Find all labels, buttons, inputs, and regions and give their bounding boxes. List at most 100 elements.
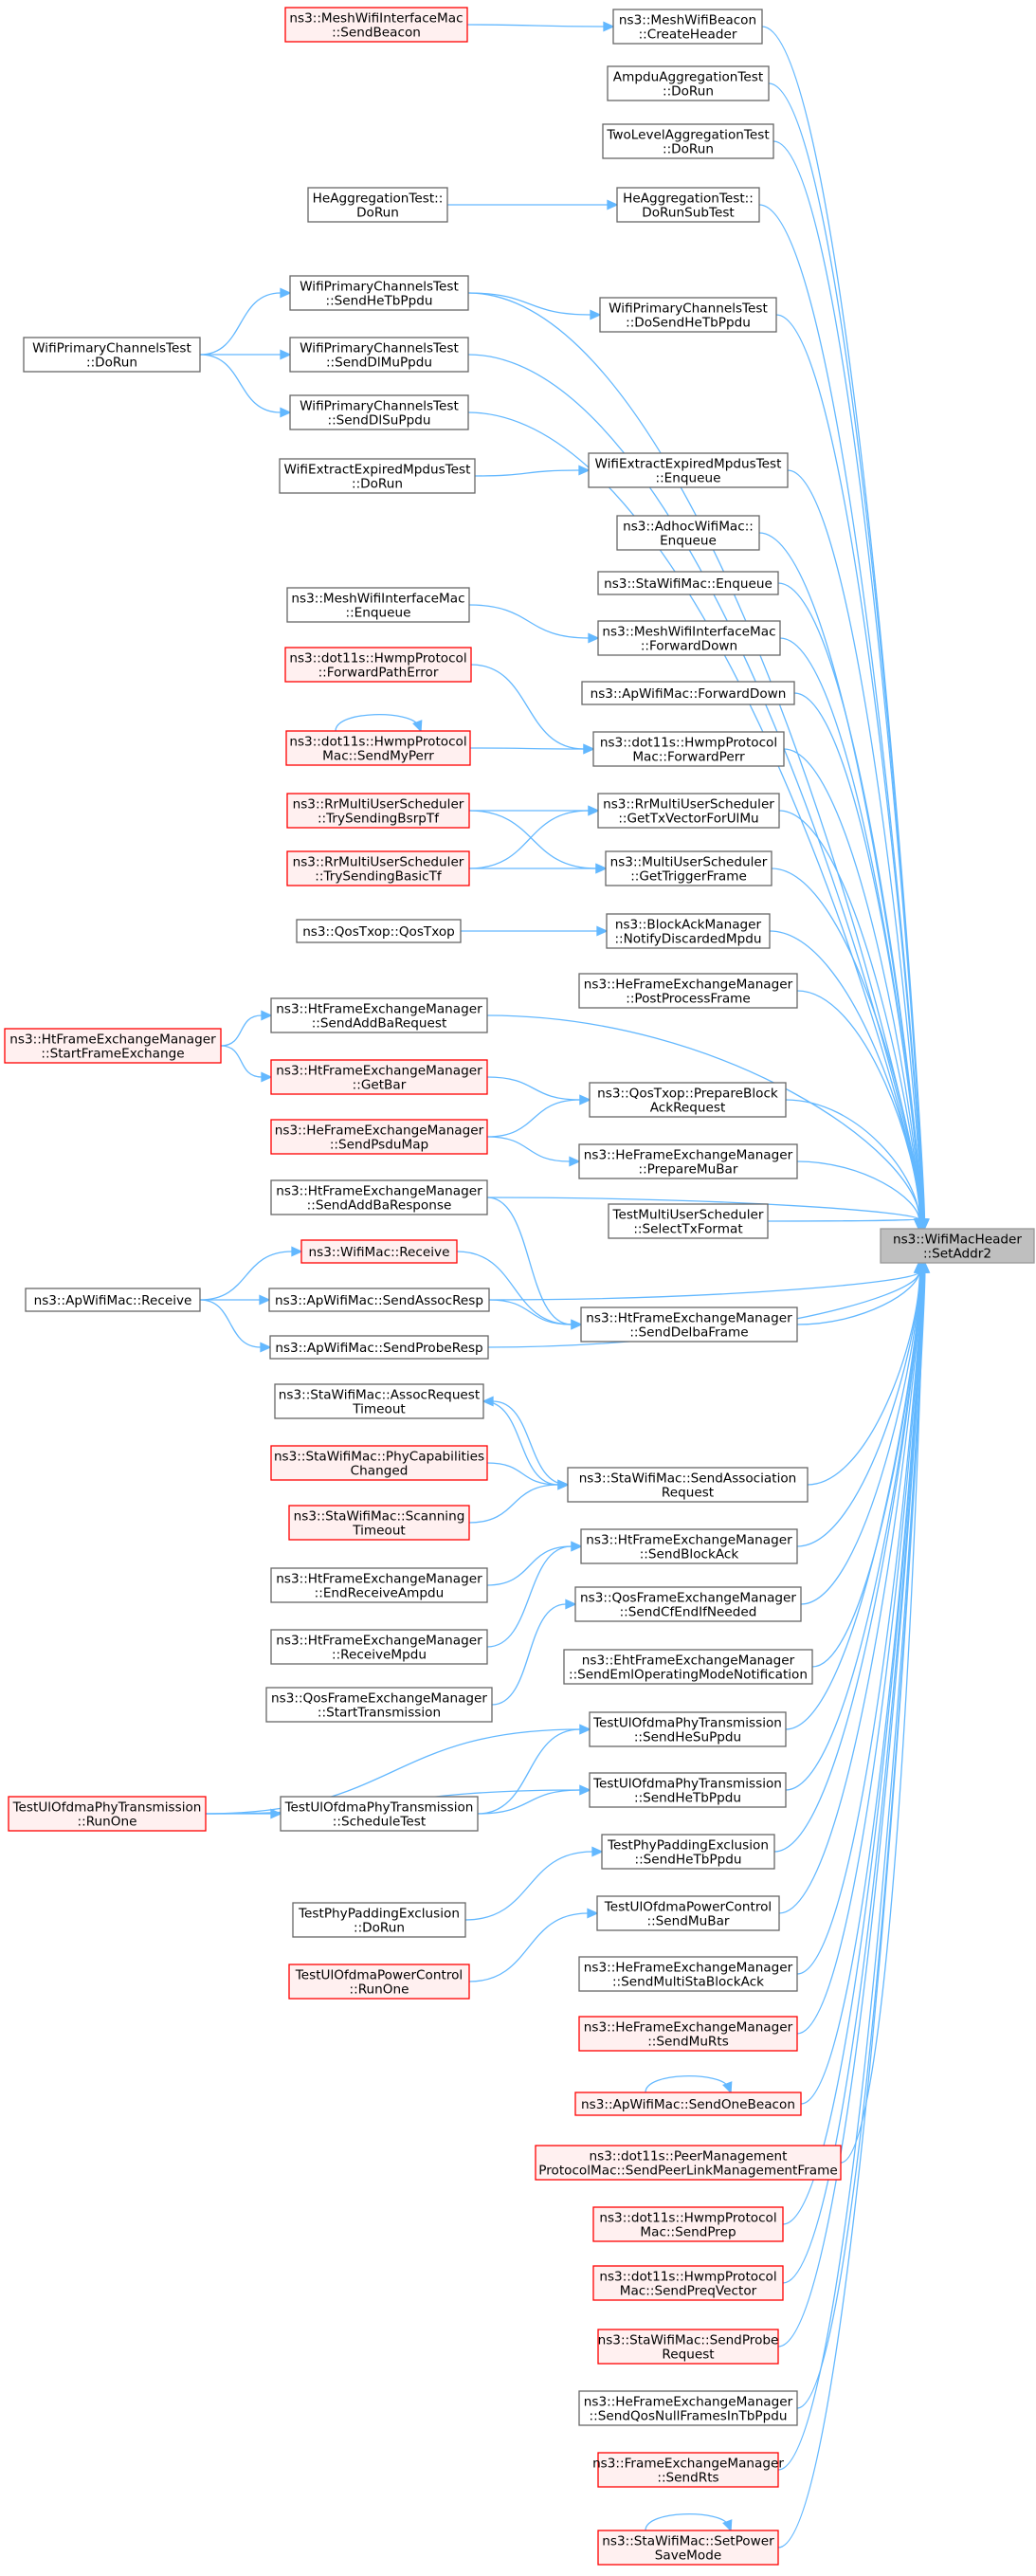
- node-heframeexchangemanager-postprocessframe[interactable]: ns3::HeFrameExchangeManager::PostProcess…: [578, 973, 798, 1009]
- node-rrmultiuserscheduler-trysendingbasictf[interactable]: ns3::RrMultiUserScheduler::TrySendingBas…: [286, 850, 470, 886]
- node-he-aggregation-test-dorunsubtest[interactable]: HeAggregationTest::DoRunSubTest: [616, 187, 760, 223]
- node-label: ns3::MeshWifiInterfaceMac: [602, 625, 775, 640]
- node-label: ::CreateHeader: [639, 27, 737, 43]
- node-box: [597, 793, 780, 829]
- node-htframeexchangemanager-sendaddbaresponse[interactable]: ns3::HtFrameExchangeManager::SendAddBaRe…: [270, 1179, 488, 1215]
- node-qosframeexchangemanager-sendcfendifneeded[interactable]: ns3::QosFrameExchangeManager::SendCfEndI…: [574, 1586, 802, 1622]
- node-label: Request: [662, 1486, 714, 1501]
- node-box: [307, 187, 448, 223]
- node-label: ns3::HtFrameExchangeManager: [276, 1002, 482, 1017]
- node-heframeexchangemanager-preparemubar[interactable]: ns3::HeFrameExchangeManager::PrepareMuBa…: [578, 1143, 798, 1179]
- node-wifi-extract-expired-mpdus-test-dorun[interactable]: WifiExtractExpiredMpdusTest::DoRun: [279, 458, 476, 494]
- node-heframeexchangemanager-sendpsdumap[interactable]: ns3::HeFrameExchangeManager::SendPsduMap: [270, 1119, 488, 1155]
- node-twolevel-aggregation-test-dorun[interactable]: TwoLevelAggregationTest::DoRun: [602, 123, 774, 159]
- call-edge-htframeexchangemanager-getbar-to-qostxop-prepareblockackrequest: [486, 1076, 581, 1101]
- node-wifimac-receive[interactable]: ns3::WifiMac::Receive: [300, 1239, 458, 1264]
- node-frameexchangemanager-sendrts[interactable]: ns3::FrameExchangeManager::SendRts: [592, 2452, 784, 2488]
- node-box: [270, 997, 488, 1033]
- node-wifi-extract-expired-mpdus-test-enqueue[interactable]: WifiExtractExpiredMpdusTest::Enqueue: [588, 452, 789, 488]
- call-edge-to-setaddr2: [486, 1197, 919, 1220]
- node-label: ::StartFrameExchange: [41, 1047, 184, 1062]
- node-label: ns3::HeFrameExchangeManager: [584, 2020, 793, 2036]
- node-meshwifiinterfacemac-forwarddown[interactable]: ns3::MeshWifiInterfaceMac::ForwardDown: [597, 620, 781, 656]
- node-htframeexchangemanager-senddelbaframe[interactable]: ns3::HtFrameExchangeManager::SendDelbaFr…: [580, 1306, 798, 1343]
- node-htframeexchangemanager-receivempdu[interactable]: ns3::HtFrameExchangeManager::ReceiveMpdu: [270, 1629, 488, 1665]
- node-qostxop-qostxop[interactable]: ns3::QosTxop::QosTxop: [296, 919, 462, 943]
- node-box: [597, 2530, 779, 2566]
- node-htframeexchangemanager-getbar[interactable]: ns3::HtFrameExchangeManager::GetBar: [270, 1059, 488, 1095]
- node-testphypaddingexclusion-dorun[interactable]: TestPhyPaddingExclusion::DoRun: [292, 1902, 466, 1938]
- node-ampdu-aggregation-test-dorun[interactable]: AmpduAggregationTest::DoRun: [607, 65, 770, 101]
- node-he-aggregation-test-dorun[interactable]: HeAggregationTest::DoRun: [307, 187, 448, 223]
- call-edge-to-setaddr2: [796, 1271, 921, 1547]
- node-heframeexchangemanager-sendmurts[interactable]: ns3::HeFrameExchangeManager::SendMuRts: [578, 2016, 798, 2052]
- node-meshwifiinterfacemac-enqueue[interactable]: ns3::MeshWifiInterfaceMac::Enqueue: [286, 587, 470, 623]
- node-apwifimac-forwarddown[interactable]: ns3::ApWifiMac::ForwardDown: [581, 681, 795, 705]
- node-wifi-primary-channels-test-dorun[interactable]: WifiPrimaryChannelsTest::DoRun: [23, 337, 201, 373]
- node-testulofdmapowercontrol-sendmubar[interactable]: TestUlOfdmaPowerControl::SendMuBar: [596, 1895, 780, 1931]
- node-setaddr2[interactable]: ns3::WifiMacHeader::SetAddr2: [880, 1228, 1035, 1264]
- node-testulofdmaphytransmission-scheduletest[interactable]: TestUlOfdmaPhyTransmission::ScheduleTest: [280, 1796, 479, 1832]
- node-testphypaddingexclusion-sendhetbppdu[interactable]: TestPhyPaddingExclusion::SendHeTbPpdu: [601, 1834, 775, 1870]
- node-box: [23, 337, 201, 373]
- node-ehtframeexchangemanager-sendemloperatingmodenotification[interactable]: ns3::EhtFrameExchangeManager::SendEmlOpe…: [563, 1649, 813, 1685]
- node-meshwifibeacon-createheader[interactable]: ns3::MeshWifiBeacon::CreateHeader: [612, 9, 763, 45]
- node-wifi-primary-channels-test-dosendhetbppdu[interactable]: WifiPrimaryChannelsTest::DoSendHeTbPpdu: [599, 297, 777, 333]
- node-peermanagementprotocolmac-sendpeerlinkmanagementframe[interactable]: ns3::dot11s::PeerManagementProtocolMac::…: [535, 2145, 842, 2181]
- node-wifi-primary-channels-test-senddlsuppdu[interactable]: WifiPrimaryChannelsTest::SendDlSuPpdu: [289, 394, 469, 430]
- arrowhead-icon: [919, 1261, 931, 1273]
- node-meshwifiinterfacemac-sendbeacon[interactable]: ns3::MeshWifiInterfaceMac::SendBeacon: [284, 7, 468, 43]
- node-heframeexchangemanager-sendqosnullframesintbppdu[interactable]: ns3::HeFrameExchangeManager::SendQosNull…: [578, 2390, 798, 2426]
- node-label: ::SendEmlOperatingModeNotification: [569, 1668, 808, 1683]
- node-box: [265, 1687, 493, 1723]
- node-label: ns3::StaWifiMac::Enqueue: [604, 576, 772, 592]
- call-edge-to-setaddr2: [486, 1014, 920, 1220]
- node-blockackmanager-notifydiscardedmpdu[interactable]: ns3::BlockAckManager::NotifyDiscardedMpd…: [606, 913, 771, 949]
- node-wifi-primary-channels-test-senddlmuppdu[interactable]: WifiPrimaryChannelsTest::SendDlMuPpdu: [289, 337, 469, 373]
- node-testmultiuserscheduler-selecttxformat[interactable]: TestMultiUserScheduler::SelectTxFormat: [608, 1203, 769, 1239]
- node-label: ::SendMultiStaBlockAck: [612, 1975, 764, 1990]
- node-testulofdmaphytransmission-sendhesuppdu[interactable]: TestUlOfdmaPhyTransmission::SendHeSuPpdu: [589, 1711, 787, 1747]
- node-heframeexchangemanager-sendmultistablockack[interactable]: ns3::HeFrameExchangeManager::SendMultiSt…: [578, 1956, 798, 1992]
- node-multiuserscheduler-gettriggerframe[interactable]: ns3::MultiUserScheduler::GetTriggerFrame: [605, 850, 772, 886]
- node-apwifimac-sendassocresp[interactable]: ns3::ApWifiMac::SendAssocResp: [268, 1288, 490, 1312]
- node-testulofdmaphytransmission-sendhetbppdu[interactable]: TestUlOfdmaPhyTransmission::SendHeTbPpdu: [589, 1772, 787, 1808]
- node-wifi-primary-channels-test-sendhetbppdu[interactable]: WifiPrimaryChannelsTest::SendHeTbPpdu: [289, 275, 469, 311]
- node-rrmultiuserscheduler-trysendingbsrptf[interactable]: ns3::RrMultiUserScheduler::TrySendingBsr…: [286, 793, 470, 829]
- node-apwifimac-sendproberesp[interactable]: ns3::ApWifiMac::SendProbeResp: [269, 1335, 489, 1360]
- node-stawifimac-enqueue[interactable]: ns3::StaWifiMac::Enqueue: [597, 571, 779, 595]
- node-testulofdmaphytransmission-runone[interactable]: TestUlOfdmaPhyTransmission::RunOne: [8, 1796, 207, 1832]
- node-htframeexchangemanager-endreceiveampdu[interactable]: ns3::HtFrameExchangeManager::EndReceiveA…: [270, 1567, 488, 1603]
- node-hwmpprotocol-forwardpatherror[interactable]: ns3::dot11s::HwmpProtocol::ForwardPathEr…: [284, 647, 472, 683]
- node-testulofdmapowercontrol-runone[interactable]: TestUlOfdmaPowerControl::RunOne: [288, 1964, 470, 2000]
- node-adhocwifimac-enqueue[interactable]: ns3::AdhocWifiMac::Enqueue: [616, 515, 760, 551]
- node-qosframeexchangemanager-starttransmission[interactable]: ns3::QosFrameExchangeManager::StartTrans…: [265, 1687, 493, 1723]
- node-rrmultiuserscheduler-gettxvectorforulmu[interactable]: ns3::RrMultiUserScheduler::GetTxVectorFo…: [597, 793, 780, 829]
- arrowhead-icon: [571, 1319, 583, 1330]
- node-label: ns3::HtFrameExchangeManager: [276, 1634, 482, 1649]
- node-htframeexchangemanager-startframeexchange[interactable]: ns3::HtFrameExchangeManager::StartFrameE…: [4, 1028, 222, 1064]
- node-apwifimac-sendonebeacon[interactable]: ns3::ApWifiMac::SendOneBeacon: [574, 2092, 802, 2116]
- arrowhead-icon: [569, 1156, 581, 1167]
- node-apwifimac-receive[interactable]: ns3::ApWifiMac::Receive: [25, 1288, 201, 1312]
- node-hwmpprotocolmac-forwardperr[interactable]: ns3::dot11s::HwmpProtocolMac::ForwardPer…: [592, 731, 785, 767]
- node-box: [296, 919, 462, 943]
- node-label: SaveMode: [655, 2549, 721, 2564]
- node-hwmpprotocolmac-sendpreqvector[interactable]: ns3::dot11s::HwmpProtocolMac::SendPreqVe…: [592, 2265, 784, 2301]
- node-label: ns3::WifiMacHeader: [893, 1233, 1022, 1248]
- node-htframeexchangemanager-sendaddbarequest[interactable]: ns3::HtFrameExchangeManager::SendAddBaRe…: [270, 997, 488, 1033]
- arrowhead-icon: [588, 632, 600, 644]
- node-htframeexchangemanager-sendblockack[interactable]: ns3::HtFrameExchangeManager::SendBlockAc…: [580, 1528, 798, 1564]
- node-label: ns3::HtFrameExchangeManager: [276, 1064, 482, 1079]
- call-edge-wifi-extract-expired-mpdus-test-dorun-to-wifi-extract-expired-mpdus-test-enqueue: [474, 469, 580, 477]
